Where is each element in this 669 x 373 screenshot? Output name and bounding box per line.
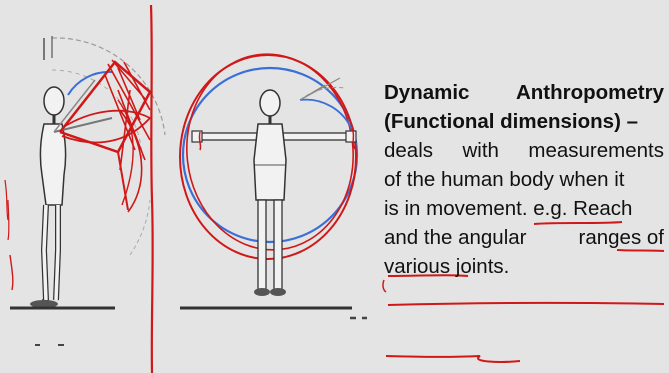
body-line-5: various joints. xyxy=(384,252,664,281)
red-divider-line xyxy=(151,5,153,373)
body-phrase-angular: and the angular xyxy=(384,223,526,252)
side-view-figure xyxy=(5,36,165,345)
body-word-with: with xyxy=(462,136,498,165)
definition-text: Dynamic Anthropometry (Functional dimens… xyxy=(384,78,664,281)
heading-word-dynamic: Dynamic xyxy=(384,78,469,107)
front-view-figure xyxy=(177,46,367,318)
heading-word-anthropometry: Anthropometry xyxy=(516,78,664,107)
body-word-deals: deals xyxy=(384,136,433,165)
body-word-measurements: measurements xyxy=(528,136,664,165)
heading-line-2: (Functional dimensions) – xyxy=(384,107,664,136)
body-phrase-ranges: ranges of xyxy=(579,223,664,252)
body-line-4: and the angular ranges of xyxy=(384,223,664,252)
heading-line-1: Dynamic Anthropometry xyxy=(384,78,664,107)
body-line-3: is in movement. e.g. Reach xyxy=(384,194,664,223)
body-line-2: of the human body when it xyxy=(384,165,664,194)
body-line-1: deals with measurements xyxy=(384,136,664,165)
